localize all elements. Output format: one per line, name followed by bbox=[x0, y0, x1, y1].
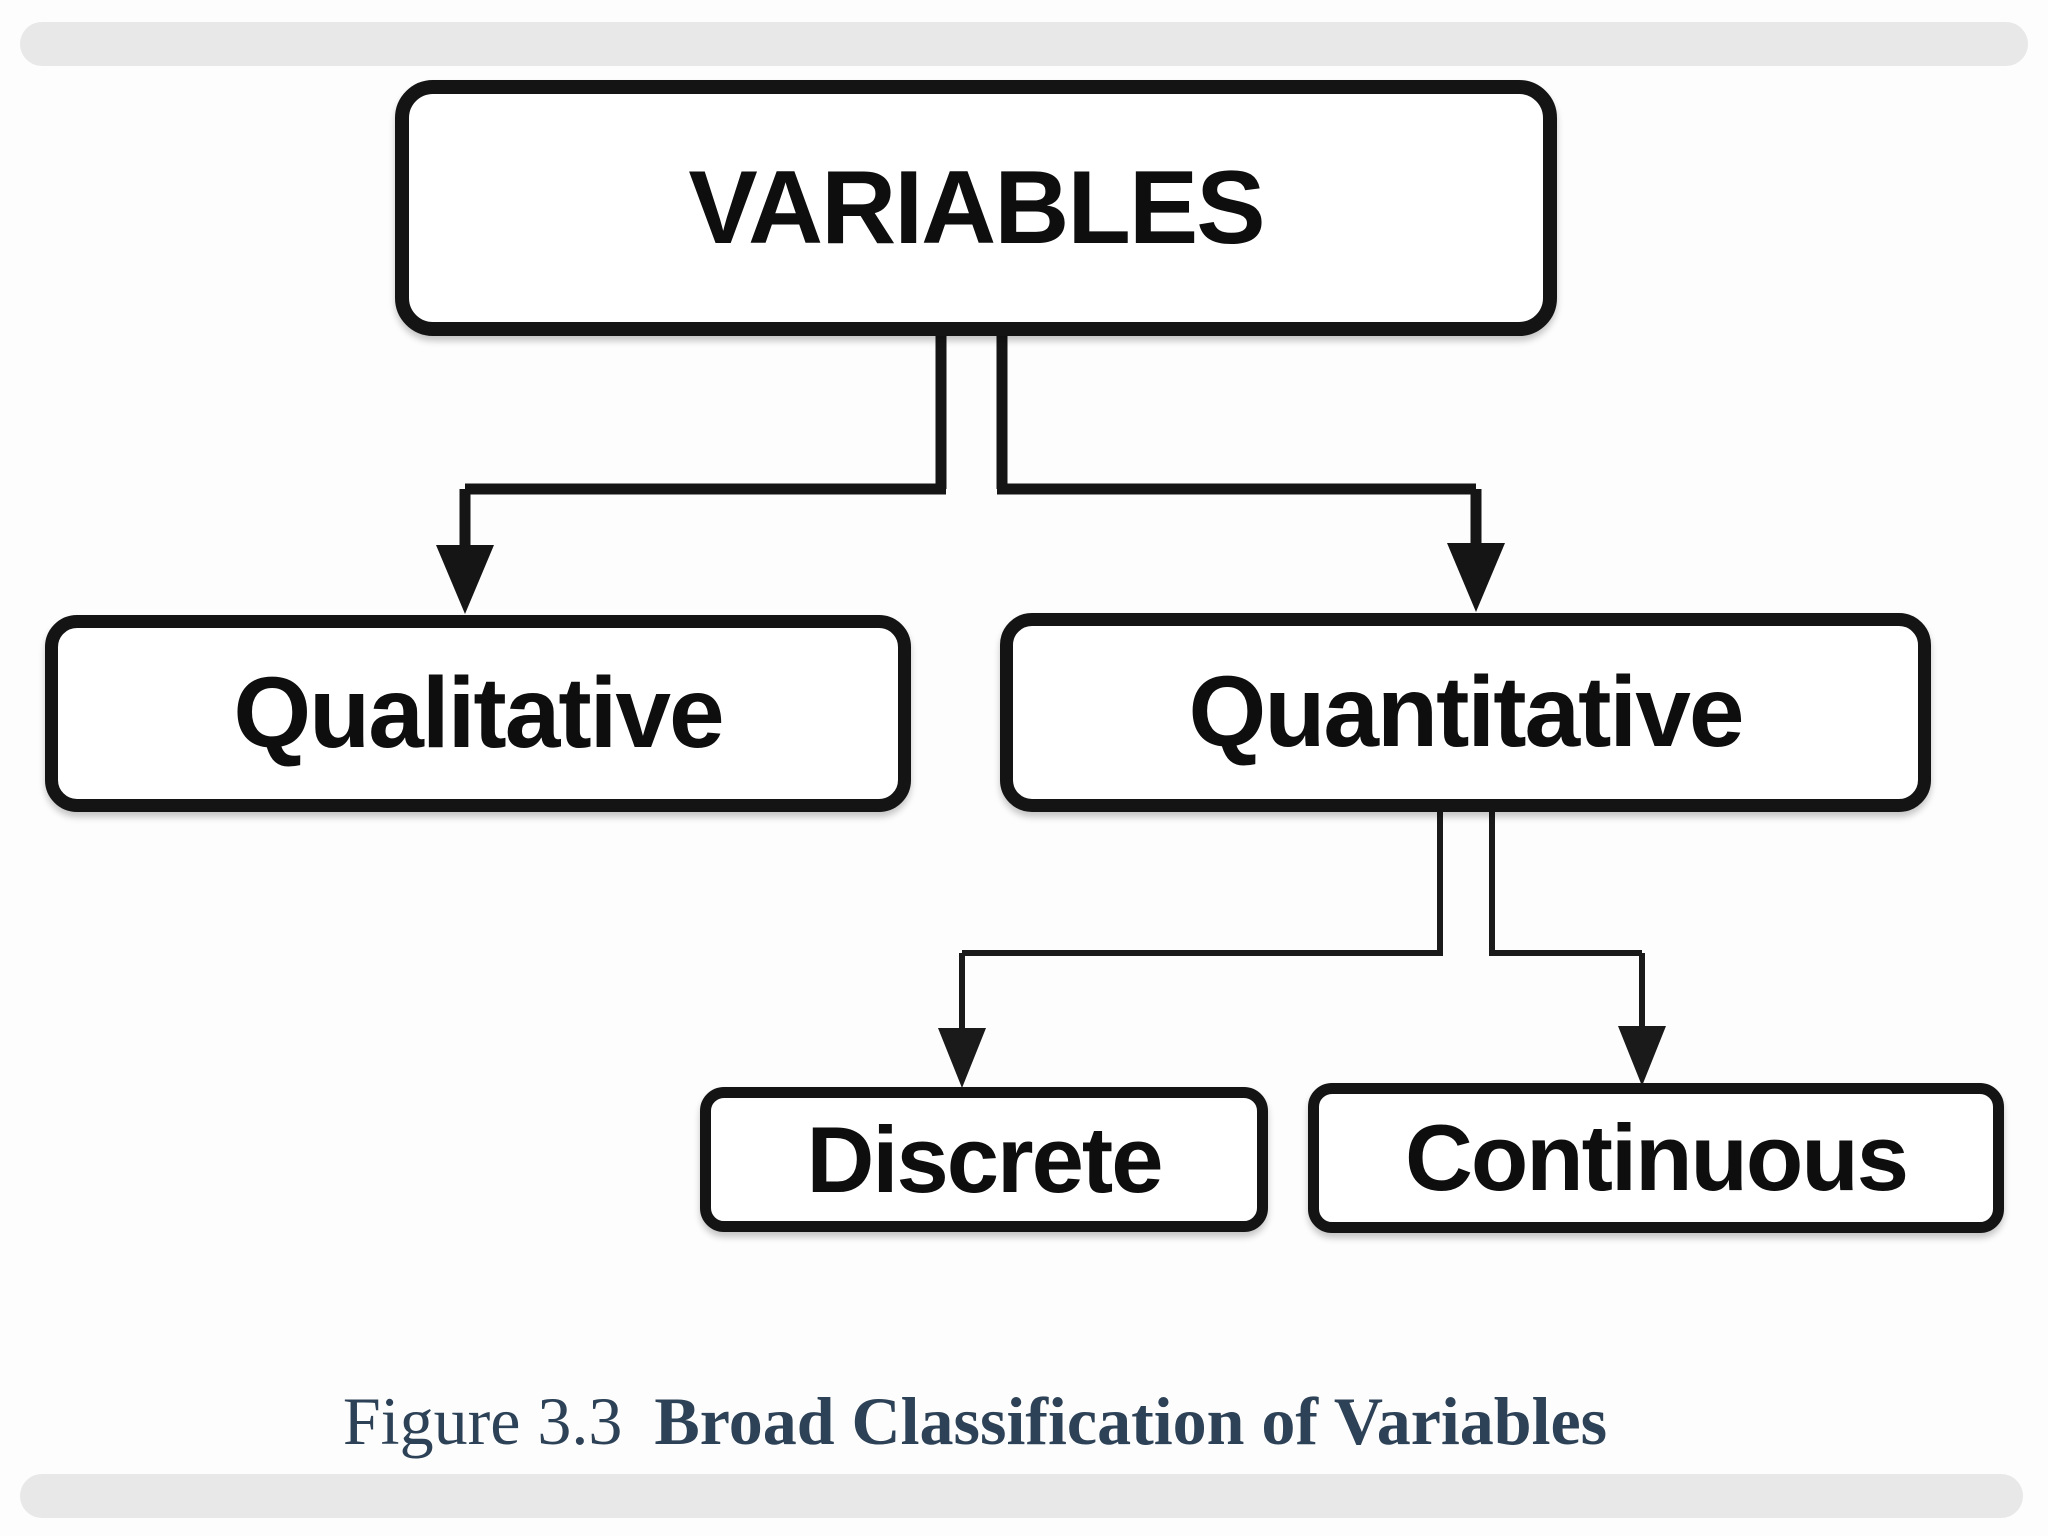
bottom-band bbox=[20, 1474, 2023, 1518]
node-discrete: Discrete bbox=[700, 1087, 1268, 1232]
node-qualitative-label: Qualitative bbox=[233, 657, 724, 769]
node-quantitative: Quantitative bbox=[1000, 613, 1931, 812]
caption-title: Broad Classification of Variables bbox=[654, 1383, 1608, 1459]
level1-arrowheads bbox=[436, 543, 1505, 614]
top-band bbox=[20, 22, 2028, 66]
arrow-down-icon bbox=[938, 1028, 986, 1088]
node-variables: VARIABLES bbox=[395, 80, 1557, 336]
node-continuous: Continuous bbox=[1308, 1083, 2004, 1233]
level1-connector bbox=[459, 334, 1482, 552]
arrow-down-icon bbox=[436, 545, 494, 614]
caption-figure-number: Figure 3.3 bbox=[342, 1383, 623, 1459]
arrow-down-icon bbox=[1447, 543, 1505, 612]
node-qualitative: Qualitative bbox=[45, 615, 911, 812]
node-quantitative-label: Quantitative bbox=[1188, 656, 1745, 768]
figure-caption: Figure 3.3 Broad Classification of Variab… bbox=[0, 1382, 1950, 1461]
node-discrete-label: Discrete bbox=[806, 1106, 1164, 1212]
level2-arrowheads bbox=[938, 1026, 1666, 1088]
level2-connector bbox=[959, 806, 1645, 1032]
node-continuous-label: Continuous bbox=[1404, 1105, 1909, 1210]
node-variables-label: VARIABLES bbox=[688, 149, 1265, 266]
arrow-down-icon bbox=[1618, 1026, 1666, 1086]
